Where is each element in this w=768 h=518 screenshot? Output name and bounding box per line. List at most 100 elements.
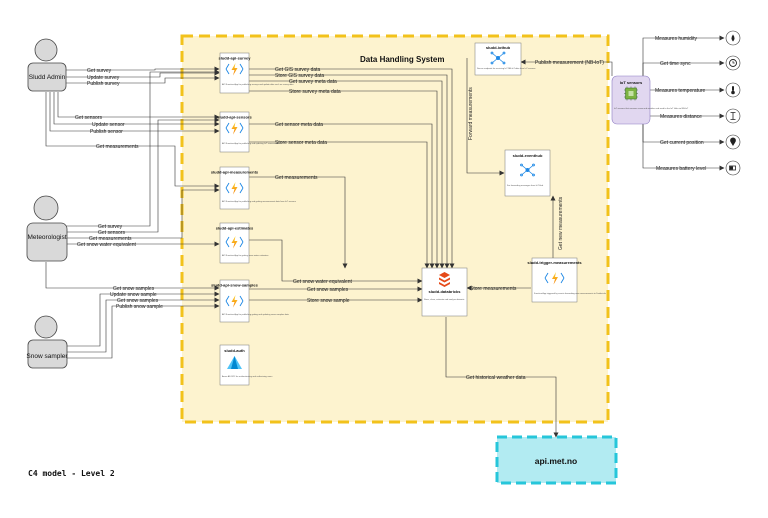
container-desc: Secure endpoint for receiving IoT NB-IoT…: [477, 67, 535, 70]
edge-admin-get-survey: [64, 66, 220, 72]
diagram-level-label: C4 model - Level 2: [28, 469, 115, 478]
edge-label: Get snow samples: [117, 298, 159, 304]
edge-admin-update-sensor: [53, 92, 220, 127]
capability-label: Get current position: [660, 140, 704, 146]
edge-label: Store measurements: [470, 286, 517, 292]
edge-label: Get historical weather data: [466, 375, 526, 381]
edge-label: Update survey: [87, 75, 120, 81]
container-title: sludd-trigger-measurements: [527, 260, 582, 265]
edge-label: Get sensors: [75, 115, 102, 121]
container-iothub[interactable]: sludd-iothub Secure endpoint for receivi…: [474, 42, 535, 76]
edge-publish-snow-sample: [64, 303, 220, 359]
edge-get-measurements-db: [249, 176, 348, 269]
edge-label: Get sensor meta data: [275, 122, 323, 128]
edge-label: Get survey meta data: [289, 79, 337, 85]
container-api-survey[interactable]: sludd-api-survey API Function App for pu…: [218, 52, 294, 94]
edge-store-sensor-meta: [249, 141, 430, 269]
edge-sampler-get-snow-samples: [64, 297, 220, 353]
container-desc: API Function App for publishing and upda…: [222, 142, 280, 145]
container-desc: Function App triggered by events forward…: [534, 292, 606, 295]
function-bolt-icon: [225, 236, 244, 249]
edge-admin-get-sensors: [57, 92, 220, 120]
edge-get-gis: [249, 68, 455, 269]
actor-meteorologist[interactable]: Meteorologist: [26, 195, 68, 262]
sensor-capability: Get time sync: [660, 55, 741, 71]
container-title: sludd-api-survey: [218, 56, 251, 61]
thermometer-bulb: [731, 90, 735, 95]
sensor-capability: Get current position: [660, 134, 741, 150]
actor-label: Sludd Admin: [29, 74, 66, 81]
container-iot-sensors[interactable]: IoT sensors IoT sensors that measure sno…: [611, 75, 689, 125]
sensor-capability: Measures distance: [660, 108, 741, 124]
container-desc: API Function App for publishing and gett…: [222, 200, 296, 203]
container-title: IoT sensors: [620, 80, 643, 85]
edge-label: Publish measurement (NB-IoT): [535, 60, 604, 66]
edge-forward-measurements: [466, 58, 505, 176]
function-bolt-icon: [225, 182, 244, 195]
edge-label: Get measurements: [96, 144, 139, 150]
distance-shape: [730, 112, 736, 120]
container-title: sludd-api-estimates: [216, 226, 254, 231]
container-api-sensors[interactable]: sludd-api-sensors API Function App for p…: [217, 111, 280, 153]
container-desc: API Function App for publishing surveys …: [222, 83, 294, 86]
actor-label: Meteorologist: [27, 234, 66, 241]
actor-label: Snow sampler: [26, 353, 68, 360]
function-bolt-icon: [225, 63, 244, 76]
container-title: sludd-auth: [224, 348, 245, 353]
battery-body: [729, 165, 736, 171]
edge-label: Get snow water equivalent: [293, 279, 353, 285]
droplet-shape: [731, 34, 735, 42]
edge-label: Publish sensor: [90, 129, 123, 135]
container-api-snow-samples[interactable]: sludd-api-snow-samples API Function App …: [211, 279, 290, 323]
container-desc: Store, clean, estimate and analyze datas…: [424, 298, 464, 301]
container-desc: API Function App for publishing getting …: [222, 313, 290, 316]
function-bolt-icon: [544, 272, 565, 285]
edge-admin-update-survey: [64, 70, 220, 78]
edge-label: Get measurements: [89, 236, 132, 242]
edge-met-get-measurements: [64, 187, 220, 239]
system-title: Data Handling System: [360, 55, 444, 64]
edge-label: Get survey: [87, 68, 112, 74]
capability-label: Measures distance: [660, 114, 702, 120]
function-bolt-icon: [225, 295, 244, 308]
edge-met-get-sensors: [64, 117, 220, 233]
container-title: sludd-iothub: [486, 45, 511, 50]
capability-label: Measures humidity: [655, 36, 697, 42]
container-trigger-measurements[interactable]: sludd-trigger-measurements Function App …: [527, 257, 606, 303]
container-title: sludd-api-measurements: [211, 170, 259, 175]
container-eventhub[interactable]: sludd-eventhub For forwarding messages f…: [504, 149, 551, 197]
edge-label: Forward measurements: [468, 87, 474, 140]
container-title: sludd-eventhub: [513, 153, 543, 158]
edge-admin-get-measurements: [45, 92, 220, 189]
actor-snow-sampler[interactable]: Snow sampler: [26, 315, 68, 369]
edge-get-swe-db: [249, 239, 423, 284]
edge-historical-weather: [445, 317, 559, 438]
edge-admin-publish-sensor: [49, 92, 220, 134]
edge-label: Store survey meta data: [289, 89, 341, 95]
edge-label: Publish survey: [87, 81, 120, 87]
edge-label: Get GIS survey data: [275, 67, 321, 73]
edge-label: Store snow sample: [307, 298, 350, 304]
edge-met-get-snow-samples: [45, 262, 220, 291]
edge-label: Get new measurements: [558, 196, 564, 250]
external-system-api-met-no[interactable]: [495, 435, 618, 485]
container-auth[interactable]: sludd-auth Azure AD B2C for authenticati…: [219, 344, 272, 386]
actor-sludd-admin[interactable]: Sludd Admin: [27, 38, 67, 92]
edge-met-get-survey: [64, 69, 220, 227]
container-title: sludd-databricks: [428, 289, 461, 294]
edge-label: Get sensors: [98, 230, 125, 236]
container-api-estimates[interactable]: sludd-api-estimates API Function App for…: [216, 222, 269, 264]
databricks-icon: [439, 272, 450, 287]
edge-publish-measurement: [520, 59, 613, 76]
capability-label: Measures battery level: [656, 166, 706, 172]
api-met-no-label: api.met.no: [535, 456, 578, 466]
edge-label: Get snow water equivalent: [77, 242, 137, 248]
hub-icon: [520, 163, 535, 177]
container-databricks[interactable]: sludd-databricks Store, clean, estimate …: [421, 267, 468, 317]
container-api-measurements[interactable]: sludd-api-measurements API Function App …: [211, 166, 296, 210]
edge-label: Get measurements: [275, 175, 318, 181]
edge-label: Get snow samples: [307, 287, 349, 293]
function-bolt-icon: [225, 122, 244, 135]
pin-shape: [730, 137, 736, 146]
sensor-capability: Measures temperature: [655, 82, 741, 98]
